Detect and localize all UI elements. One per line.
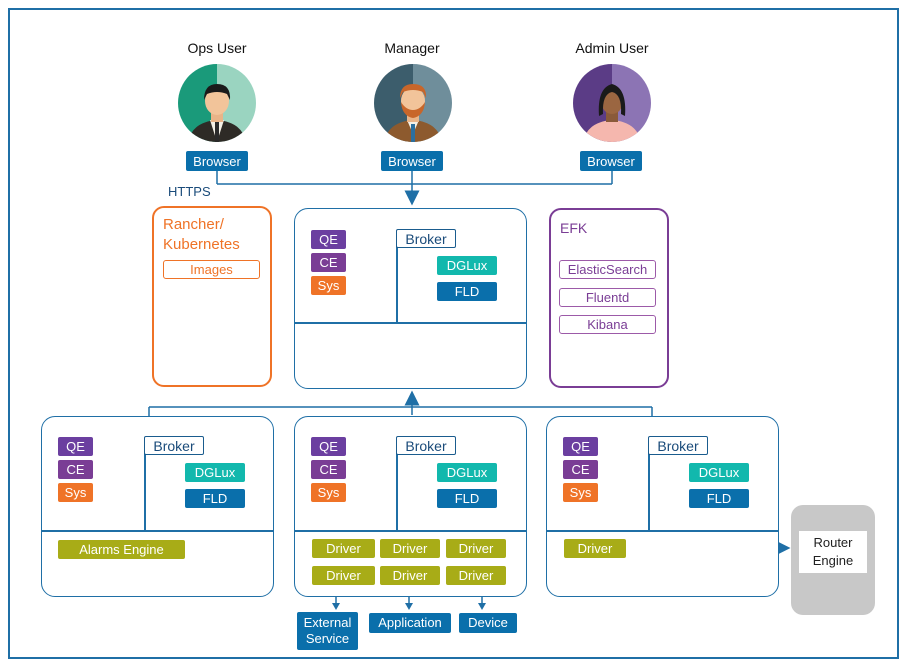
right-sys: Sys	[563, 483, 598, 502]
device: Device	[459, 613, 517, 633]
admin-browser: Browser	[580, 151, 642, 171]
central-qe: QE	[311, 230, 346, 249]
middle-fld: FLD	[437, 489, 497, 508]
right-node-divider	[546, 530, 779, 532]
right-driver: Driver	[564, 539, 626, 558]
efk-panel	[549, 208, 669, 388]
right-dglux: DGLux	[689, 463, 749, 482]
middle-node-divider	[294, 530, 527, 532]
central-sys: Sys	[311, 276, 346, 295]
application: Application	[369, 613, 451, 633]
left-broker: Broker	[144, 436, 204, 455]
diagram-frame	[8, 8, 899, 659]
ops-browser: Browser	[186, 151, 248, 171]
middle-node-vdivider	[396, 445, 398, 530]
left-sys: Sys	[58, 483, 93, 502]
middle-driver-1: Driver	[312, 539, 375, 558]
middle-driver-2: Driver	[380, 539, 440, 558]
middle-driver-5: Driver	[380, 566, 440, 585]
left-dglux: DGLux	[185, 463, 245, 482]
central-ce: CE	[311, 253, 346, 272]
router-engine: Router Engine	[799, 531, 867, 573]
rancher-panel	[152, 206, 272, 387]
fluentd-box: Fluentd	[559, 288, 656, 307]
kibana-box: Kibana	[559, 315, 656, 334]
right-ce: CE	[563, 460, 598, 479]
alarms-engine: Alarms Engine	[58, 540, 185, 559]
https-label: HTTPS	[168, 184, 211, 199]
manager-avatar	[374, 64, 452, 142]
admin-user-avatar	[573, 64, 651, 142]
central-fld: FLD	[437, 282, 497, 301]
admin-user-label: Admin User	[575, 40, 649, 56]
left-qe: QE	[58, 437, 93, 456]
central-node-divider	[294, 322, 527, 324]
right-node-vdivider	[648, 445, 650, 530]
efk-title: EFK	[560, 220, 588, 236]
left-ce: CE	[58, 460, 93, 479]
right-qe: QE	[563, 437, 598, 456]
central-node-vdivider	[396, 238, 398, 322]
right-broker: Broker	[648, 436, 708, 455]
middle-driver-6: Driver	[446, 566, 506, 585]
central-dglux: DGLux	[437, 256, 497, 275]
middle-sys: Sys	[311, 483, 346, 502]
left-node-vdivider	[144, 445, 146, 530]
middle-broker: Broker	[396, 436, 456, 455]
right-fld: FLD	[689, 489, 749, 508]
elasticsearch-box: ElasticSearch	[559, 260, 656, 279]
images-box: Images	[163, 260, 260, 279]
left-fld: FLD	[185, 489, 245, 508]
central-broker: Broker	[396, 229, 456, 248]
left-node-divider	[41, 530, 274, 532]
middle-driver-3: Driver	[446, 539, 506, 558]
external-service: External Service	[297, 612, 358, 650]
middle-ce: CE	[311, 460, 346, 479]
middle-qe: QE	[311, 437, 346, 456]
middle-driver-4: Driver	[312, 566, 375, 585]
ops-user-avatar	[178, 64, 256, 142]
rancher-title: Rancher/ Kubernetes	[163, 216, 240, 253]
manager-label: Manager	[384, 40, 440, 56]
manager-browser: Browser	[381, 151, 443, 171]
ops-user-label: Ops User	[187, 40, 247, 56]
middle-dglux: DGLux	[437, 463, 497, 482]
